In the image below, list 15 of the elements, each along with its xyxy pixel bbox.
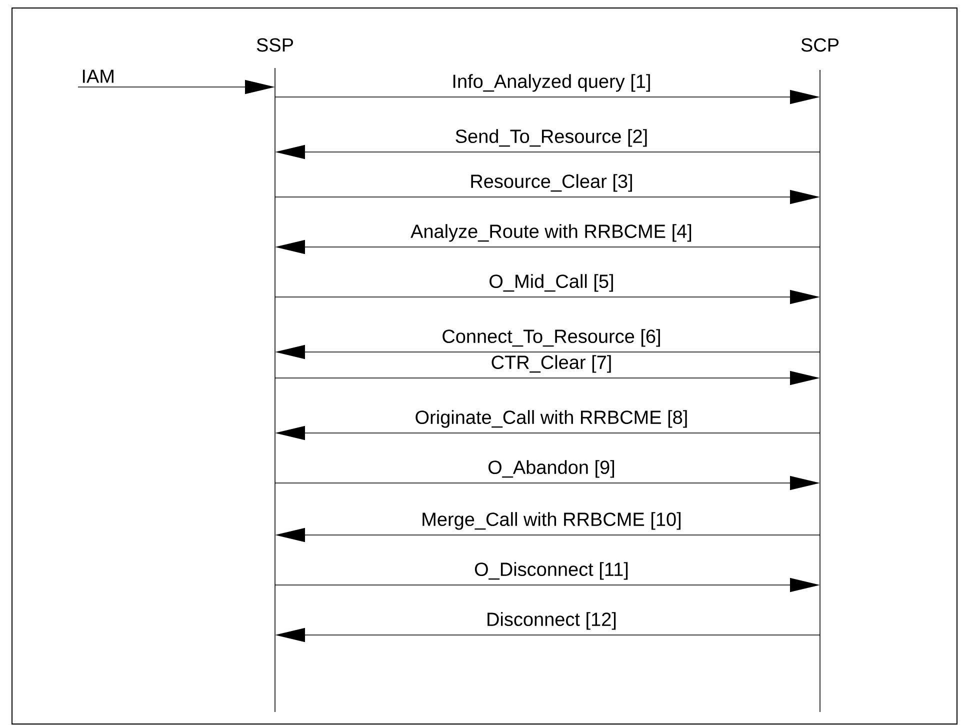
edge-label: O_Abandon [9] xyxy=(488,460,614,478)
edge-label: O_Disconnect [11] xyxy=(474,562,628,580)
edge-label: O_Mid_Call [5] xyxy=(490,274,613,292)
edge-label: Originate_Call with RRBCME [8] xyxy=(416,410,687,428)
edge-label: Connect_To_Resource [6] xyxy=(442,329,660,347)
edge-label: Disconnect [12] xyxy=(488,612,616,630)
lifeline: SCP xyxy=(801,38,839,712)
edge-label: Merge_Call with RRBCME [10] xyxy=(422,512,680,530)
lifeline: SSP xyxy=(256,38,294,712)
edge-label: Send_To_Resource [2] xyxy=(456,129,647,147)
edge-label: IAM xyxy=(82,70,114,83)
edge-label: Info_Analyzed query [1] xyxy=(453,74,650,92)
edge-label: Analyze_Route with RRBCME [4] xyxy=(410,224,692,242)
edge-label: CTR_Clear [7] xyxy=(492,355,611,373)
edge-label: Resource_Clear [3] xyxy=(471,174,632,192)
